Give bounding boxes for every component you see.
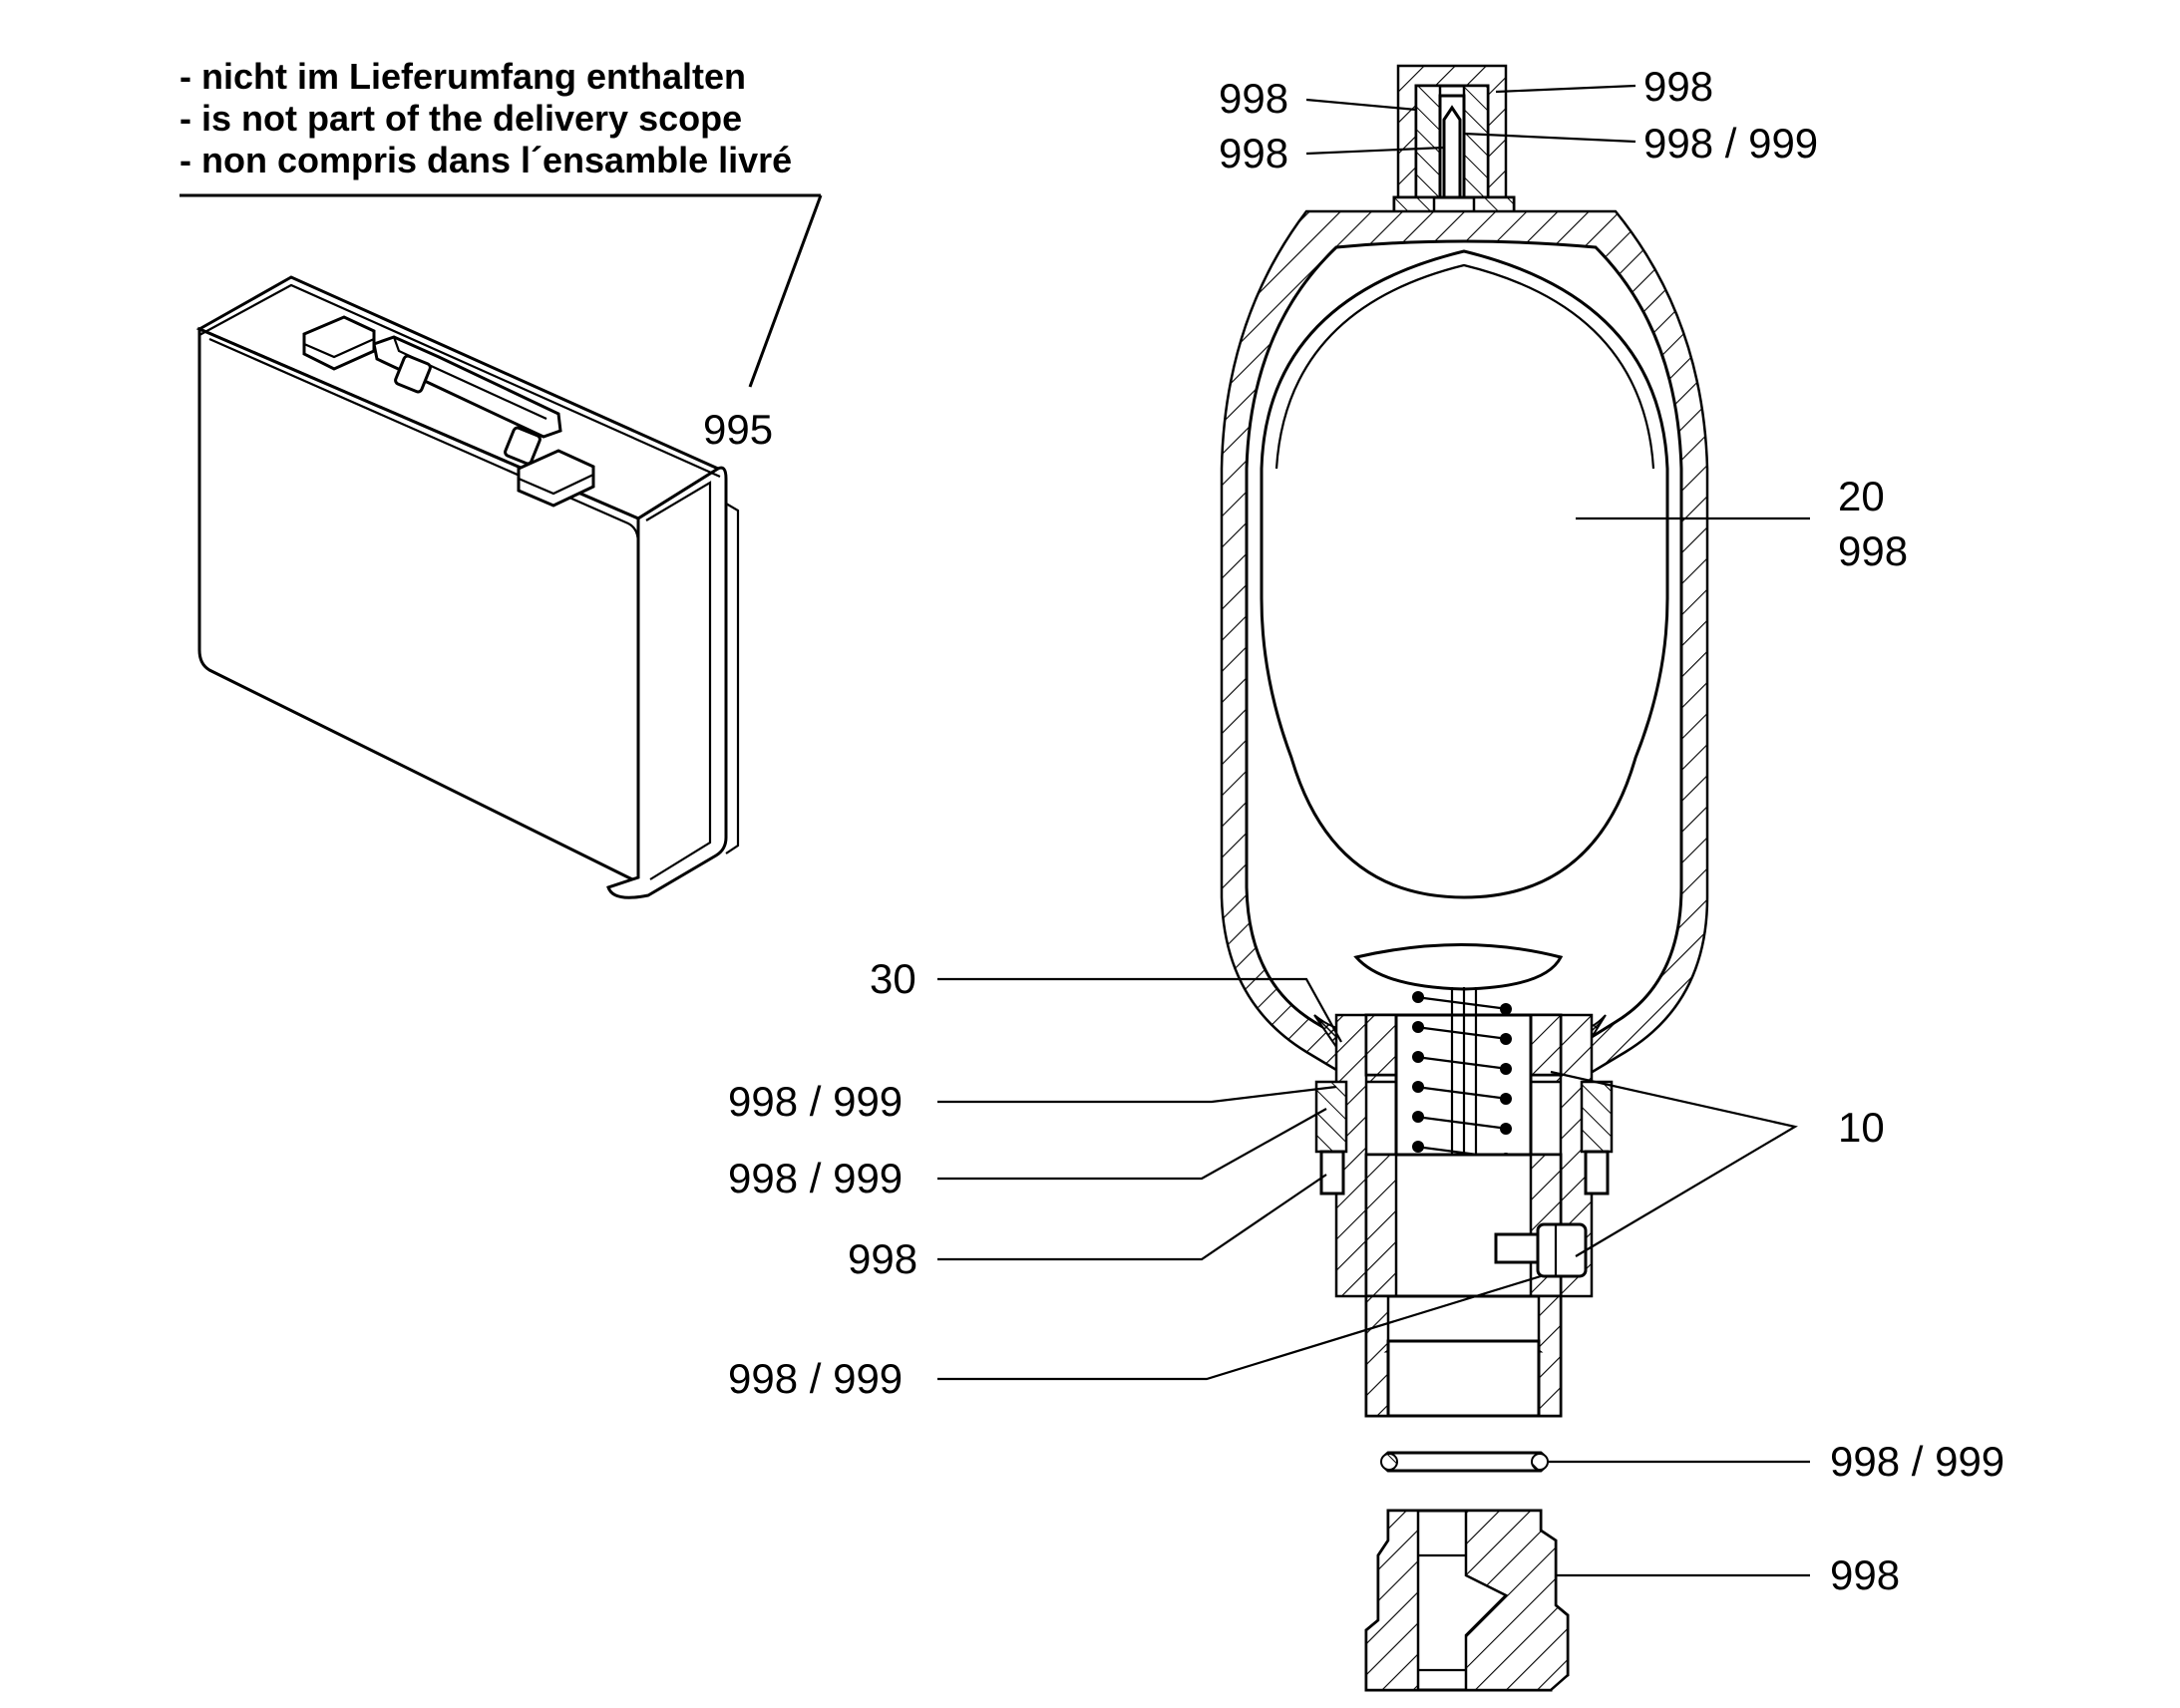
storage-case <box>195 275 740 899</box>
o-ring <box>1380 1451 1549 1473</box>
label-vent-seal: 998 / 999 <box>728 1355 903 1402</box>
note-line-german: - nicht im Lieferumfang enthalten <box>180 56 747 97</box>
label-adapter: 998 <box>1830 1551 1900 1598</box>
label-o-ring: 998 / 999 <box>1830 1438 2004 1485</box>
note-leader <box>180 193 823 388</box>
label-cap-outer-left: 998 <box>1219 75 1288 122</box>
lock-nut-left <box>1314 1080 1348 1154</box>
label-seal-upper: 998 / 999 <box>728 1078 903 1125</box>
label-valve-body: 10 <box>1838 1104 1885 1151</box>
vent-screw <box>1494 1222 1588 1278</box>
poppet-disc <box>1353 943 1564 991</box>
label-ring-30: 30 <box>870 955 916 1002</box>
note-line-english: - is not part of the delivery scope <box>180 98 743 139</box>
bladder <box>1260 249 1669 899</box>
label-cap-right-top: 998 <box>1643 63 1713 110</box>
label-case: 995 <box>703 406 773 453</box>
note-line-french: - non compris dans l´ensamble livré <box>180 140 793 180</box>
label-bladder-number: 20 <box>1838 473 1885 519</box>
part-labels: 995 998 998 998 998 / 999 20 998 30 998 … <box>703 63 2004 1598</box>
case-latch-left <box>302 315 376 371</box>
gas-valve-core <box>1442 105 1462 199</box>
port-adapter <box>1364 1509 1570 1692</box>
label-cap-right-valve: 998 / 999 <box>1643 120 1818 167</box>
leader-lines <box>937 84 1810 1577</box>
top-cap <box>1392 64 1516 219</box>
label-nut: 998 <box>848 1235 917 1282</box>
label-cap-inner-left: 998 <box>1219 130 1288 176</box>
case-side-face <box>606 466 728 899</box>
lock-nut-right <box>1580 1080 1614 1154</box>
label-seal-lower: 998 / 999 <box>728 1155 903 1201</box>
case-latch-right <box>517 449 595 508</box>
accumulator-assembly <box>1220 64 1709 1692</box>
label-bladder-code: 998 <box>1838 527 1908 574</box>
